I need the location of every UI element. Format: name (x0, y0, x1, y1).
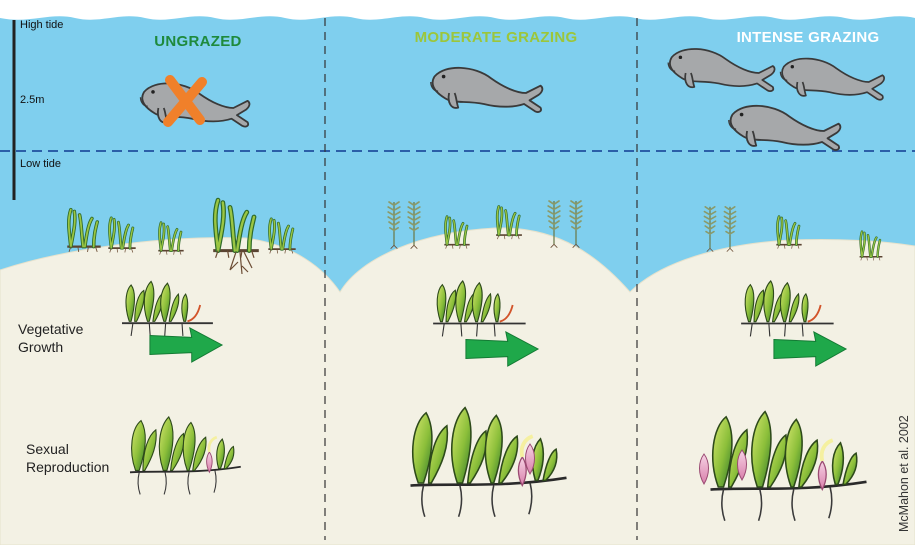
credit-label: McMahon et al. 2002 (897, 415, 911, 532)
depth-label: 2.5m (20, 94, 44, 106)
low-tide-label: Low tide (20, 158, 61, 170)
sexual-reproduction-label-line2: Reproduction (26, 458, 109, 476)
sexual-reproduction-label-line1: Sexual (26, 440, 69, 458)
sediment (0, 228, 915, 545)
high-tide-label: High tide (20, 19, 63, 31)
vegetative-growth-label-line1: Vegetative (18, 320, 83, 338)
panel-heading-intense-grazing: INTENSE GRAZING (737, 29, 880, 46)
vegetative-growth-label-line2: Growth (18, 338, 63, 356)
panel-heading-moderate-grazing: MODERATE GRAZING (415, 29, 578, 46)
panel-heading-ungrazed: UNGRAZED (154, 33, 241, 50)
